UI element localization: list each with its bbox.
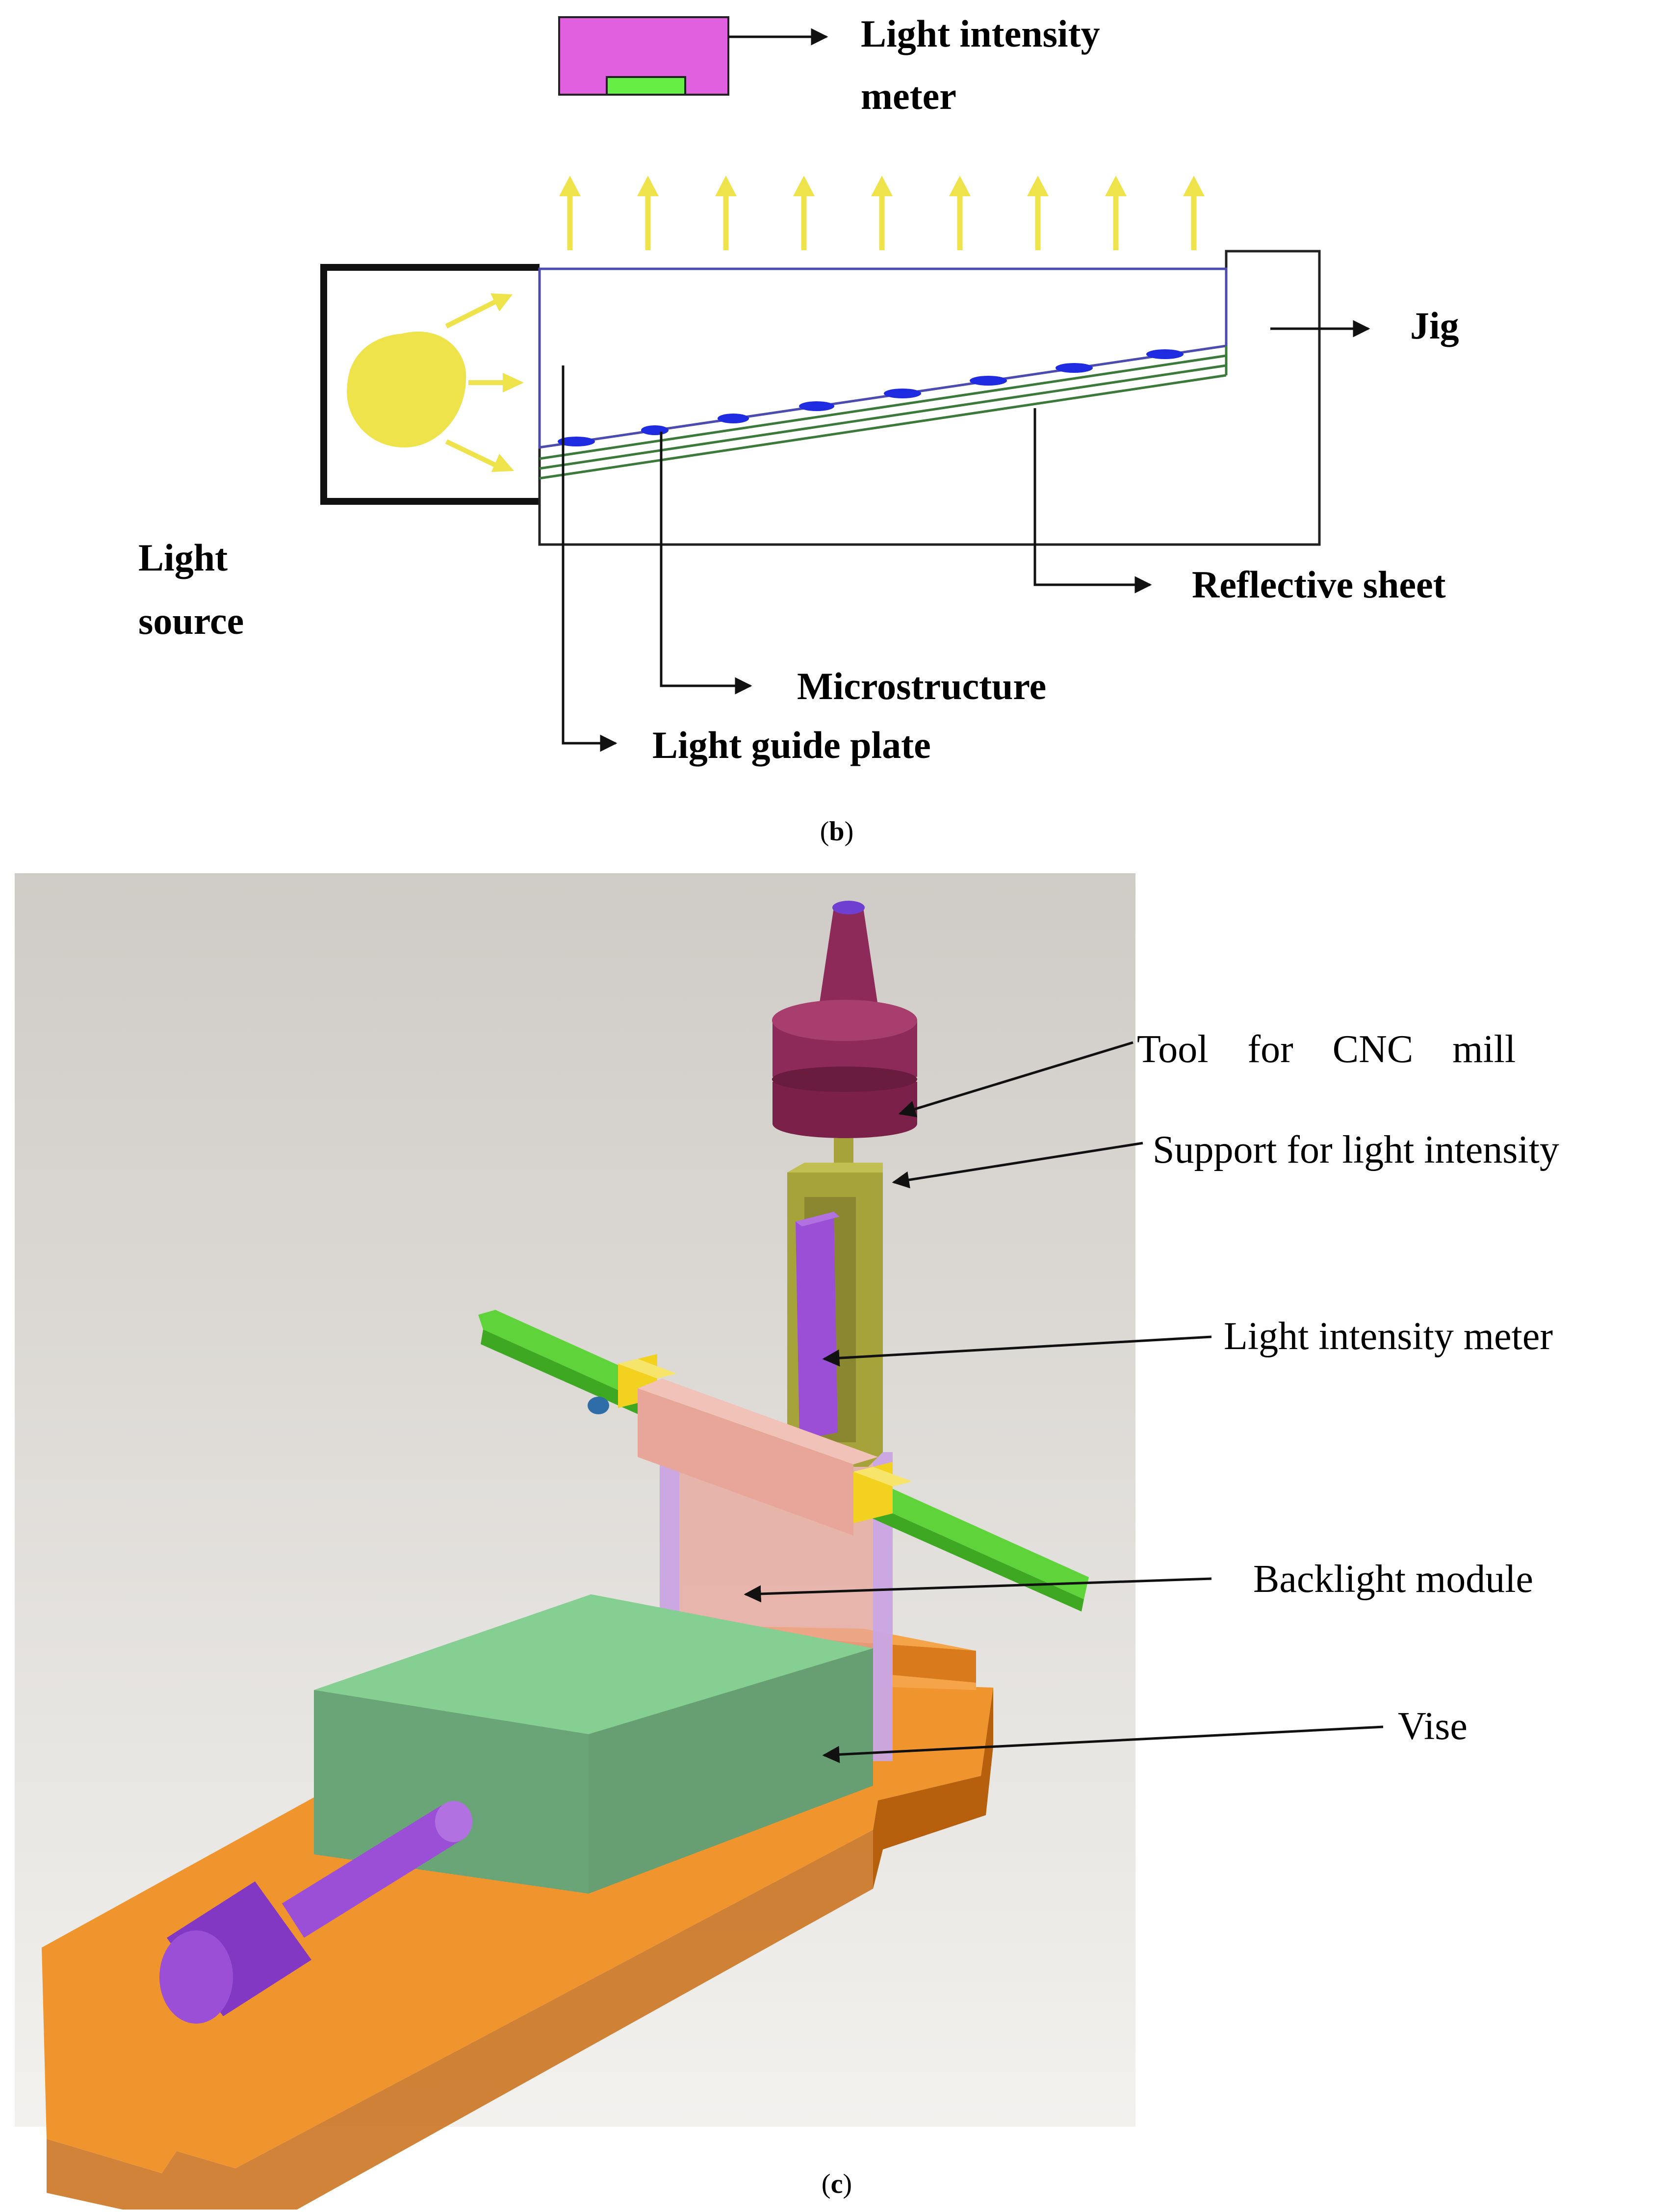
- vise-arrow: [822, 1725, 1384, 1763]
- caption-b-letter: b: [829, 816, 844, 847]
- meter-c-arrow: [822, 1335, 1212, 1367]
- caption-c: (c): [822, 2169, 852, 2199]
- lgp-arrow: [562, 365, 618, 752]
- light-arrow: [637, 176, 659, 250]
- microstructure-dot: [970, 376, 1007, 386]
- light-arrow: [1183, 176, 1205, 250]
- microstructure-label: Microstructure: [797, 665, 1046, 707]
- microstructure-dot: [641, 425, 669, 435]
- support-label: Support for light intensity: [1153, 1128, 1559, 1171]
- light-arrow: [949, 176, 971, 250]
- reflective-arrow: [1033, 408, 1152, 594]
- light-source-label-line1: Light: [138, 536, 228, 579]
- meter-label-line2: meter: [861, 75, 956, 117]
- emitted-light-arrows: [559, 176, 1205, 250]
- caption-b: (b): [820, 816, 853, 847]
- jig-label: Jig: [1410, 304, 1459, 347]
- light-arrow: [871, 176, 893, 250]
- intensity-meter-3d: [796, 1212, 840, 1440]
- light-source-label-line2: source: [138, 599, 244, 642]
- panel-c: Tool for CNC mill Support for light inte…: [15, 873, 1559, 2212]
- microstructure-dot: [1146, 349, 1184, 359]
- light-source: [320, 264, 540, 505]
- tool-label: Tool for CNC mill: [1137, 1028, 1516, 1071]
- light-guide-plate: [538, 267, 1228, 480]
- light-arrow: [1105, 176, 1127, 250]
- cnc-tool: [772, 901, 917, 1138]
- meter-label-line1: Light intensity: [861, 12, 1100, 55]
- light-arrow: [1027, 176, 1049, 250]
- vise-block: [314, 1594, 873, 1894]
- backlight-top-face: [638, 1379, 878, 1464]
- light-arrow: [715, 176, 737, 250]
- microstructure-dot: [1056, 363, 1093, 373]
- microstructure-dots: [558, 349, 1184, 446]
- microstructure-dot: [718, 414, 749, 423]
- microstructure-dot: [884, 389, 921, 398]
- vise-label: Vise: [1398, 1705, 1468, 1748]
- jig: [538, 250, 1321, 546]
- support-arrow: [892, 1142, 1143, 1189]
- vise-handle: [159, 1801, 472, 2024]
- backlight-label: Backlight module: [1253, 1558, 1533, 1601]
- lgp-label: Light guide plate: [652, 724, 931, 766]
- microstructure-arrow: [660, 432, 752, 695]
- meter-c-label: Light intensity meter: [1224, 1315, 1553, 1358]
- reflective-label: Reflective sheet: [1192, 563, 1446, 606]
- microstructure-dot: [558, 437, 595, 446]
- light-arrow: [793, 176, 815, 250]
- panel-b: Light intensity meter: [138, 12, 1459, 847]
- backlight-top: [638, 1388, 853, 1535]
- tool-arrow: [898, 1041, 1133, 1118]
- caption-c-letter: c: [831, 2169, 843, 2199]
- microstructure-dot: [799, 401, 834, 411]
- light-arrow: [559, 176, 581, 250]
- light-intensity-meter: [558, 16, 729, 96]
- backlight-arrow: [744, 1577, 1212, 1603]
